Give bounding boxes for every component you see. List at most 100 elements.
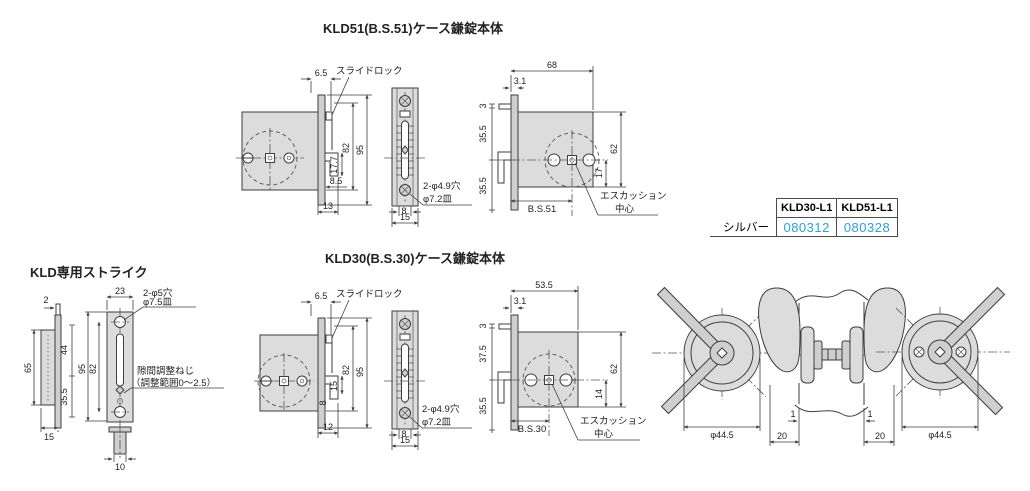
handle-drawings: φ44.5 <box>652 286 1010 446</box>
dim-13: 13 <box>323 201 333 211</box>
dim-8-30f: 8 <box>401 429 406 439</box>
dim-12: 12 <box>323 422 333 432</box>
door-break-bottom <box>794 404 869 417</box>
kld30-side-view: 6.5 スライドロック 15 8 12 82 95 <box>254 289 403 438</box>
handle-left-rose: φ44.5 <box>652 286 788 440</box>
strike-slot <box>116 333 124 387</box>
adjust-screw-label-line2: （調整範囲0～2.5） <box>131 377 216 389</box>
dim-6-5-30: 6.5 <box>315 291 328 301</box>
rosette-right <box>849 326 864 384</box>
kld51-hook-top <box>497 151 512 184</box>
dim-3-1-30: 3.1 <box>514 296 527 306</box>
part-number-kld30[interactable]: 080312 <box>775 217 838 237</box>
holes-label-line1: 2-φ4.9穴 <box>423 180 461 192</box>
kld51-side-view: 6.5 スライドロック 17.7 8.5 13 82 95 <box>236 66 403 215</box>
holes-label-line2: φ7.2皿 <box>423 194 452 205</box>
dim-3: 3 <box>478 103 488 108</box>
strike-holes-line2: φ7.5皿 <box>143 297 172 308</box>
kld30-hook-top <box>497 371 512 404</box>
dim-17: 17 <box>594 168 604 178</box>
handle-right-rose: φ44.5 <box>876 286 1010 440</box>
dim-1-right: 1 <box>867 409 872 419</box>
kld51-front-view: 8 15 2-φ4.9穴 φ7.2皿 <box>384 87 472 227</box>
table-header-row: KLD30-L1 KLD51-L1 <box>710 198 898 218</box>
kld30-side-dimensions <box>301 299 372 438</box>
kld51-screw-hole <box>283 152 295 164</box>
dim-20-left: 20 <box>777 431 787 441</box>
kld30-faceplate-edge <box>317 317 326 429</box>
row-label-silver: シルバー <box>710 217 777 237</box>
holes-label-30-line1: 2-φ4.9穴 <box>422 403 460 415</box>
dim-95-strike: 95 <box>77 364 87 374</box>
dim-8-5: 8.5 <box>330 176 343 186</box>
dim-23: 23 <box>115 286 125 296</box>
dim-82-strike: 82 <box>88 364 98 374</box>
parts-table: KLD30-L1 KLD51-L1 シルバー 080312 080328 <box>710 198 898 237</box>
backset-label-30: B.S.30 <box>518 424 547 435</box>
kld51-top-dimensions <box>489 66 658 216</box>
dim-6-5: 6.5 <box>315 68 328 78</box>
dim-14: 14 <box>594 389 604 399</box>
dim-95-30: 95 <box>355 367 365 377</box>
kld51-faceplate-edge <box>317 94 326 206</box>
strike-adjust-screw <box>115 385 125 395</box>
dim-10: 10 <box>115 462 125 472</box>
holes-label-30-line2: φ7.2皿 <box>422 417 451 428</box>
dim-3-30: 3 <box>478 323 488 328</box>
kld51-case-body <box>241 111 319 191</box>
kld30-case-top <box>517 331 579 408</box>
dim-62-30: 62 <box>609 364 619 374</box>
escutcheon-label-line2: 中心 <box>615 203 635 215</box>
strike-drawing: KLD専用ストライク 2 65 44 35.5 15 <box>23 265 224 472</box>
dim-15-hook: 15 <box>329 381 339 391</box>
dim-35-5b: 35.5 <box>478 177 488 195</box>
dim-8: 8 <box>401 206 406 216</box>
dim-17-7: 17.7 <box>329 156 339 174</box>
dim-20-right: 20 <box>875 431 885 441</box>
strike-holes-line1: 2-φ5穴 <box>143 287 173 299</box>
column-header-kld30: KLD30-L1 <box>775 198 838 218</box>
column-header-kld51: KLD51-L1 <box>836 198 898 218</box>
escutcheon-label-30-line1: エスカッション <box>580 416 647 427</box>
escutcheon-label-30-line2: 中心 <box>594 428 614 440</box>
slide-lock-label: スライドロック <box>336 66 403 77</box>
dim-62: 62 <box>609 144 619 154</box>
kld51-case-top <box>517 111 594 188</box>
strike-adjust-pin <box>55 303 61 316</box>
dim-37-5: 37.5 <box>478 345 488 363</box>
handle-section-dimensions <box>769 385 895 446</box>
dim-82-30: 82 <box>341 365 351 375</box>
kld30-faceplate-top <box>510 314 519 431</box>
dim-15-30f: 15 <box>400 435 410 445</box>
kld30-top-view: 53.5 3.1 3 37.5 35.5 62 14 B.S.30 エスカッショ… <box>478 280 647 441</box>
dim-53-5: 53.5 <box>535 280 553 290</box>
kld51-side-dimensions <box>301 76 372 215</box>
strike-side-dimensions <box>31 306 75 432</box>
rosette-left <box>800 326 815 384</box>
kld51-front-dimensions <box>389 193 472 227</box>
kld30-hook-latch <box>324 375 339 400</box>
kld51-spindle-hole <box>265 153 275 163</box>
dim-3-1: 3.1 <box>514 76 527 86</box>
door-break-top <box>794 289 869 303</box>
kld30-case-body <box>259 334 319 412</box>
kld51-top-view: 68 3.1 3 35.5 35.5 62 17 B.S.51 エスカッション … <box>478 60 667 216</box>
part-number-kld51[interactable]: 080328 <box>836 217 898 237</box>
backset-label-51: B.S.51 <box>528 204 557 215</box>
slide-lock-label-30: スライドロック <box>336 289 403 300</box>
kld51-slide-lock-notch <box>325 111 333 121</box>
dim-dia-right: φ44.5 <box>928 430 951 440</box>
dim-2: 2 <box>43 295 48 305</box>
spindle <box>821 348 843 361</box>
dim-44: 44 <box>59 345 69 355</box>
escutcheon-label-line1: エスカッション <box>600 191 667 202</box>
kld51-title: KLD51(B.S.51)ケース鎌錠本体 <box>323 21 504 36</box>
kld51-hook-latch <box>324 152 339 177</box>
dim-95: 95 <box>355 145 365 155</box>
table-row: シルバー 080312 080328 <box>710 217 898 237</box>
strike-front-dimensions <box>85 295 224 462</box>
kld30-title: KLD30(B.S.30)ケース鎌錠本体 <box>325 251 506 266</box>
kld30-slide-lock-notch <box>325 334 333 344</box>
